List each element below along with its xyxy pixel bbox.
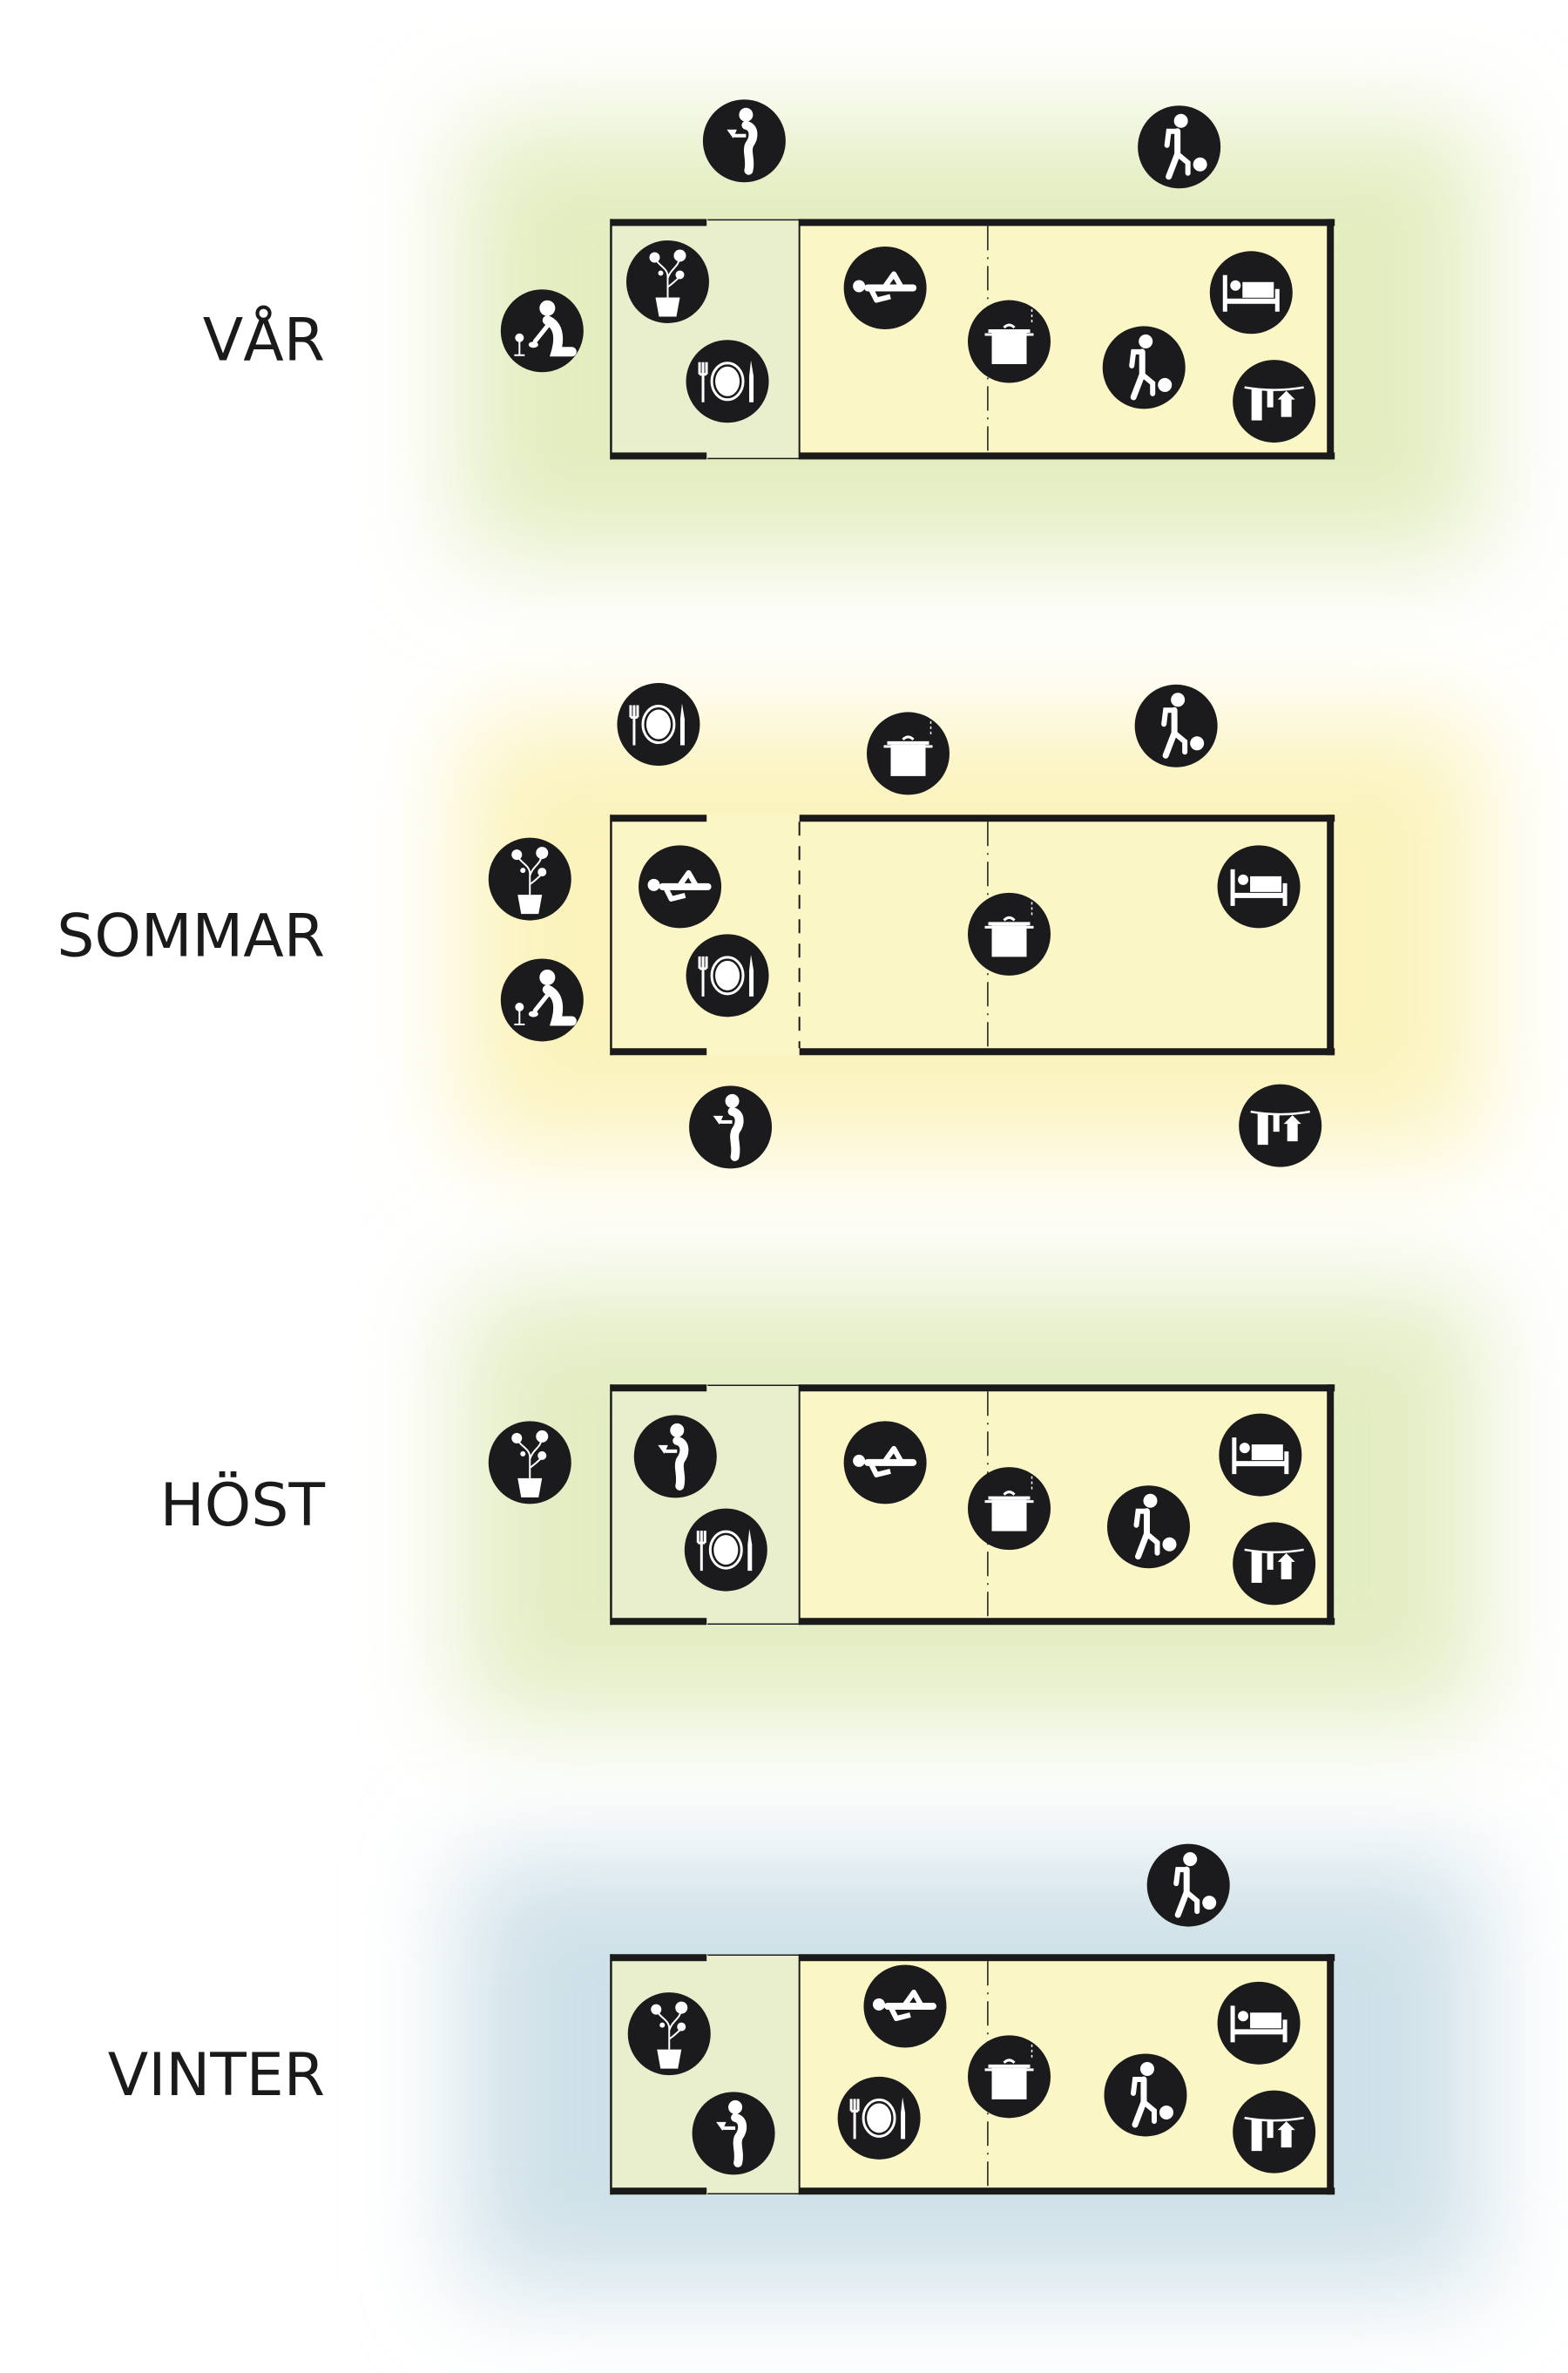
wall-right <box>1327 1384 1335 1626</box>
flowerpot-icon <box>625 240 709 323</box>
pot-icon <box>866 712 950 795</box>
drink-icon <box>633 1415 717 1498</box>
football-icon <box>1104 2053 1187 2137</box>
bed-icon <box>1209 251 1293 335</box>
wall-bottom-right <box>799 1048 1335 1056</box>
lying-icon <box>863 1964 947 2048</box>
football-icon <box>1102 326 1186 409</box>
football-icon <box>1134 684 1218 767</box>
plate-icon <box>684 1508 767 1592</box>
wall-top-left <box>610 1954 707 1962</box>
wall-top-right <box>799 1954 1335 1962</box>
wall-top-left <box>610 1384 707 1392</box>
wall-right <box>1327 219 1335 460</box>
icon-badge <box>1233 360 1316 443</box>
plate-icon <box>686 340 769 423</box>
icon-badge <box>633 1415 717 1498</box>
season-label: VINTER <box>108 2041 325 2110</box>
wall-bottom-left <box>610 1048 707 1056</box>
wall-top-left <box>610 219 707 226</box>
annex-area <box>611 1384 800 1626</box>
icon-badge <box>1239 1084 1322 1167</box>
wall-right <box>1327 1954 1335 2195</box>
pot-icon <box>968 1467 1051 1551</box>
flowerpot-icon <box>488 1421 571 1504</box>
gardener-icon <box>500 958 584 1042</box>
drink-icon <box>702 99 786 183</box>
lying-icon <box>843 247 927 330</box>
wall-bottom-right <box>799 1618 1335 1626</box>
icon-badge <box>1233 2090 1316 2174</box>
pot-icon <box>968 2035 1051 2119</box>
pot-icon <box>968 892 1051 976</box>
laundry-icon <box>1239 1084 1322 1167</box>
season-panel-3: HÖST <box>160 1288 1483 1721</box>
season-label: HÖST <box>160 1471 326 1540</box>
wall-right <box>1327 815 1335 1056</box>
plate-icon <box>617 683 700 767</box>
flowerpot-icon <box>627 1992 711 2076</box>
laundry-icon <box>1233 2090 1316 2174</box>
football-icon <box>1138 105 1221 189</box>
season-label: SOMMAR <box>57 902 325 970</box>
annex-area <box>611 815 800 1056</box>
wall-bottom-left <box>610 2187 707 2195</box>
bed-icon <box>1217 845 1301 929</box>
football-icon <box>1146 1843 1230 1927</box>
laundry-icon <box>1233 360 1316 443</box>
wall-top-left <box>610 815 707 822</box>
plate-icon <box>837 2076 921 2160</box>
wall-top-right <box>799 1384 1335 1392</box>
season-panel-4: VINTER <box>108 1843 1483 2291</box>
drink-icon <box>692 2092 775 2175</box>
football-icon <box>1107 1485 1190 1569</box>
icon-badge <box>689 1085 773 1169</box>
season-label: VÅR <box>203 304 325 375</box>
drink-icon <box>689 1085 773 1169</box>
icon-badge <box>1233 1522 1316 1606</box>
bed-icon <box>1219 1413 1302 1497</box>
plate-icon <box>686 934 769 1017</box>
gardener-icon <box>500 289 584 373</box>
laundry-icon <box>1233 1522 1316 1606</box>
pot-icon <box>968 300 1051 383</box>
season-panel-2: SOMMAR <box>57 683 1483 1169</box>
flowerpot-icon <box>488 837 571 921</box>
lying-icon <box>843 1421 927 1504</box>
wall-bottom-left <box>610 452 707 460</box>
lying-icon <box>639 845 722 929</box>
wall-top-right <box>799 815 1335 822</box>
bed-icon <box>1217 1981 1301 2065</box>
season-panel-1: VÅR <box>203 99 1483 556</box>
wall-top-right <box>799 219 1335 226</box>
wall-bottom-left <box>610 1618 707 1626</box>
icon-badge <box>692 2092 775 2175</box>
wall-bottom-right <box>799 452 1335 460</box>
wall-bottom-right <box>799 2187 1335 2195</box>
icon-badge <box>702 99 786 183</box>
